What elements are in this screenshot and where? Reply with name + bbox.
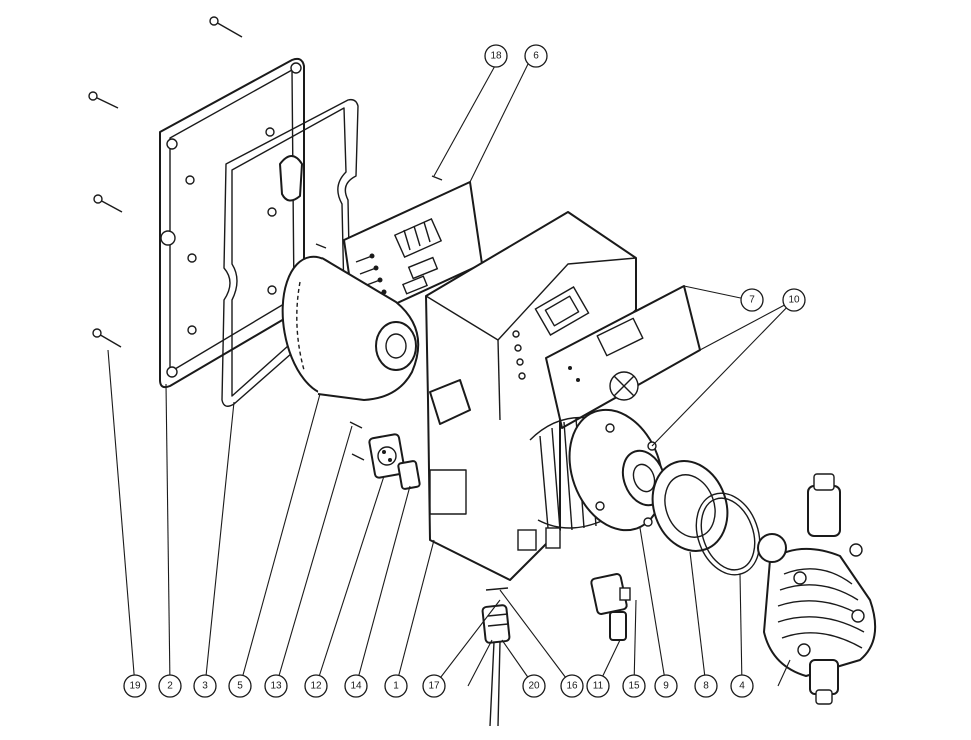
callout-10: 10 [782,288,806,312]
callout-6: 6 [524,44,548,68]
plug-connector-icon [590,573,631,641]
callout-1: 1 [384,674,408,698]
leader-lines [107,63,795,687]
callout-20: 20 [522,674,546,698]
screw-icon [88,91,119,109]
callout-7: 7 [740,288,764,312]
svg-text:14: 14 [350,681,362,692]
callout-3: 3 [193,674,217,698]
connector-icon [368,433,406,479]
callout-14: 14 [344,674,368,698]
pump-head-icon [757,473,877,705]
drive-flange-icon [529,408,667,532]
svg-text:12: 12 [310,681,322,692]
callout-4: 4 [730,674,754,698]
svg-text:13: 13 [270,681,282,692]
svg-text:2: 2 [167,681,173,692]
callout-19: 19 [123,674,147,698]
motor-icon [281,255,420,401]
svg-text:8: 8 [703,681,709,692]
cable-gland-icon [481,587,511,727]
svg-text:10: 10 [788,295,800,306]
callout-12: 12 [304,674,328,698]
callout-15: 15 [622,674,646,698]
callout-17: 17 [422,674,446,698]
callout-5: 5 [228,674,252,698]
callout-18: 18 [484,44,508,68]
callout-11: 11 [586,674,610,698]
svg-text:17: 17 [428,681,440,692]
svg-text:19: 19 [129,681,141,692]
svg-text:20: 20 [528,681,540,692]
callout-8: 8 [694,674,718,698]
callout-16: 16 [560,674,584,698]
screw-icon [209,16,243,38]
connector-gasket-icon [397,460,421,490]
svg-text:9: 9 [663,681,669,692]
callout-2: 2 [158,674,182,698]
svg-text:18: 18 [490,51,502,62]
callout-9: 9 [654,674,678,698]
pump-housing-icon [425,211,637,581]
o-ring-icon [695,492,761,576]
screw-icon [93,194,123,213]
svg-text:7: 7 [749,295,755,306]
svg-text:11: 11 [593,681,604,692]
svg-text:5: 5 [237,681,243,692]
svg-text:1: 1 [393,681,399,692]
svg-text:16: 16 [566,681,578,692]
screw-icon [315,175,443,461]
callout-13: 13 [264,674,288,698]
screw-icon [92,328,122,348]
svg-text:6: 6 [533,51,539,62]
svg-text:4: 4 [739,681,745,692]
control-panel-icon [545,285,701,429]
svg-text:3: 3 [202,681,208,692]
svg-text:15: 15 [628,681,640,692]
